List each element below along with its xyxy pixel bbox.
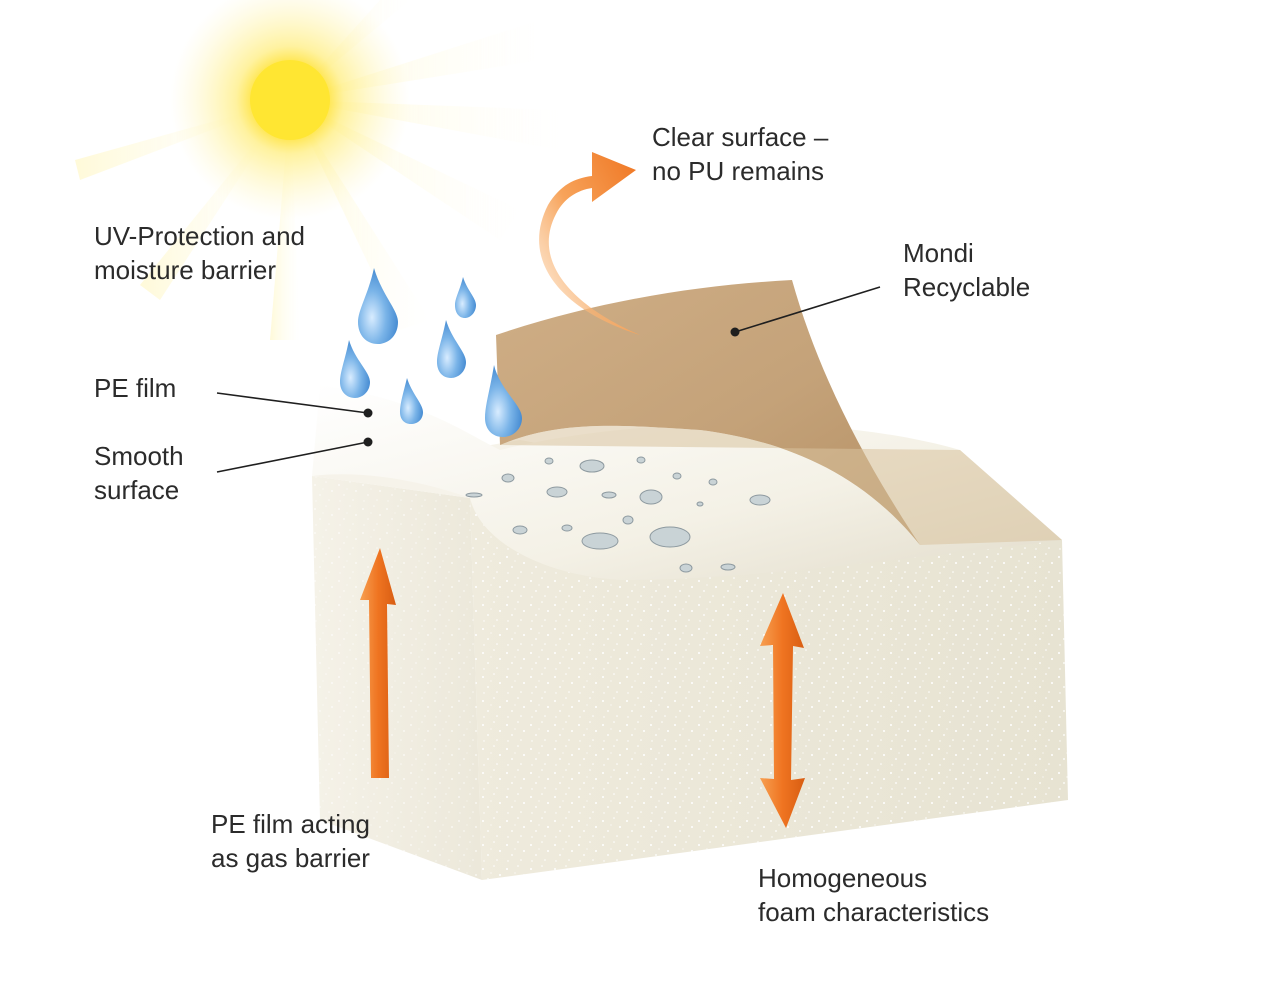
- label-clear-surface: Clear surface – no PU remains: [652, 122, 829, 186]
- label-pe-film: PE film: [94, 373, 177, 403]
- mondi-recyclable-paper: [496, 280, 920, 545]
- water-drops: [340, 268, 522, 437]
- leader-lines: [216, 286, 881, 473]
- peel-direction-arrow: [539, 152, 640, 335]
- label-homogeneous-foam: Homogeneous foam characteristics: [758, 863, 990, 927]
- label-mondi-recyclable: Mondi Recyclable: [903, 238, 1031, 302]
- moisture-beads: [465, 456, 771, 573]
- homogeneous-foam-arrow: [760, 593, 805, 828]
- pe-film: [312, 385, 1062, 580]
- label-uv-protection: UV-Protection and moisture barrier: [94, 221, 306, 285]
- leader-dots: [363, 327, 740, 447]
- label-gas-barrier: PE film acting as gas barrier: [211, 809, 370, 873]
- sun-icon: [75, 0, 560, 340]
- gas-barrier-arrow: [360, 548, 396, 778]
- label-smooth-surface: Smooth surface: [94, 441, 184, 505]
